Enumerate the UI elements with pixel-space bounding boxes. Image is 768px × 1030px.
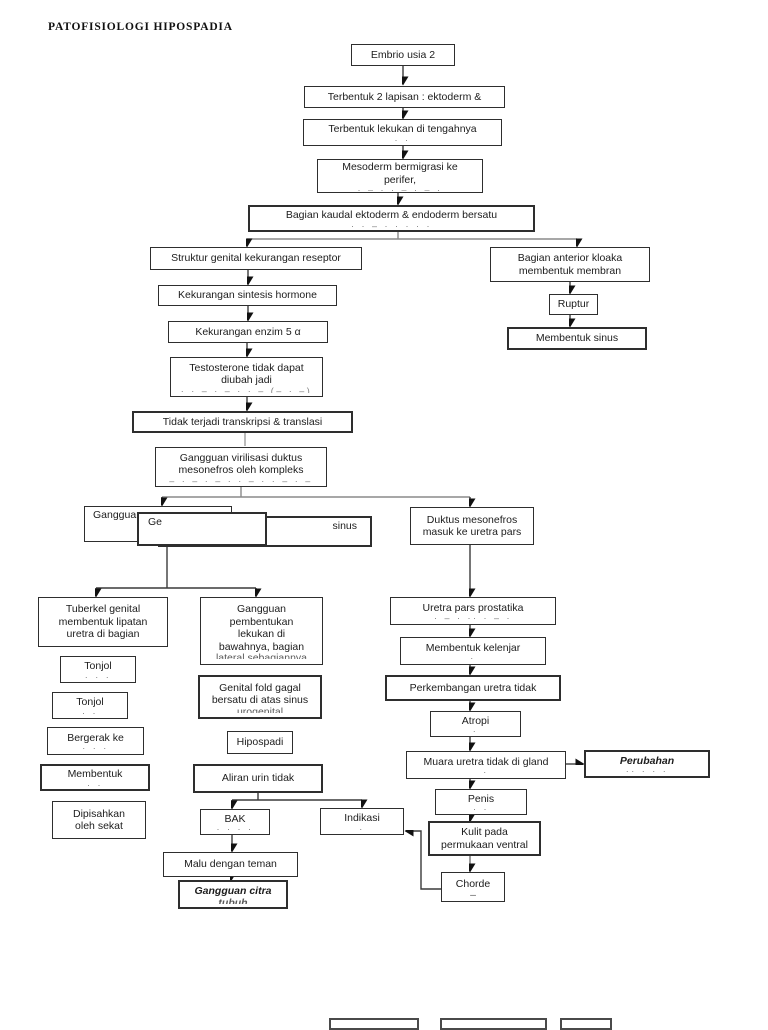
page-title: PATOFISIOLOGI HIPOSPADIA	[48, 21, 233, 33]
node-tuberkel-genital: Tuberkel genital membentuk lipatan uretr…	[38, 597, 168, 647]
node-kulit-ventral: Kulit pada permukaan ventral	[428, 821, 541, 856]
node-penis: Penis· ·	[435, 789, 527, 815]
node-bergerak-ke: Bergerak ke· · ·	[47, 727, 144, 755]
node-mesoderm-migrasi: Mesoderm bermigrasi ke perifer,· – · · –…	[317, 159, 483, 193]
node-bottom-cut-3	[560, 1018, 612, 1030]
node-bottom-cut-1	[329, 1018, 419, 1030]
node-uretra-pars-prostatika: Uretra pars prostatika· – · ·· · – ·	[390, 597, 556, 625]
node-overlap-ge: Ge	[137, 512, 267, 546]
node-membentuk-kelenjar: Membentuk kelenjar·	[400, 637, 546, 665]
node-genital-fold: Genital fold gagal bersatu di atas sinus…	[198, 675, 322, 719]
node-anterior-kloaka: Bagian anterior kloaka membentuk membran	[490, 247, 650, 282]
node-malu-teman: Malu dengan teman	[163, 852, 298, 877]
node-kekurangan-sintesis: Kekurangan sintesis hormone	[158, 285, 337, 306]
node-gangguan-pembentukan: Gangguan pembentukan lekukan di bawahnya…	[200, 597, 323, 665]
node-duktus-mesonefros: Duktus mesonefros masuk ke uretra pars	[410, 507, 534, 545]
node-embrio: Embrio usia 2	[351, 44, 455, 66]
node-tonjol-1: Tonjol· · ·	[60, 656, 136, 683]
node-chorde: Chorde–	[441, 872, 505, 902]
node-lekukan-tengah: Terbentuk lekukan di tengahnya· ·	[303, 119, 502, 146]
node-kekurangan-enzim: Kekurangan enzim 5 α	[168, 321, 328, 343]
node-dua-lapisan: Terbentuk 2 lapisan : ektoderm &	[304, 86, 505, 108]
node-membentuk: Membentuk· ·	[40, 764, 150, 791]
node-testosterone: Testosterone tidak dapat diubah jadi· · …	[170, 357, 323, 397]
node-indikasi: Indikasi·	[320, 808, 404, 835]
node-bottom-cut-2	[440, 1018, 547, 1030]
node-struktur-genital: Struktur genital kekurangan reseptor	[150, 247, 362, 270]
node-muara-uretra: Muara uretra tidak di gland·	[406, 751, 566, 779]
node-gangguan-virilisasi: Gangguan virilisasi duktus mesonefros ol…	[155, 447, 327, 487]
node-hipospadi: Hipospadi	[227, 731, 293, 754]
node-transkripsi-translasi: Tidak terjadi transkripsi & translasi	[132, 411, 353, 433]
node-aliran-urin: Aliran urin tidak	[193, 764, 323, 793]
node-dipisahkan-sekat: Dipisahkan oleh sekat	[52, 801, 146, 839]
node-perubahan: Perubahan·· · · ·	[584, 750, 710, 778]
node-atropi: Atropi·	[430, 711, 521, 737]
node-kaudal-bersatu: Bagian kaudal ektoderm & endoderm bersat…	[248, 205, 535, 232]
node-bak: BAK· · · ·	[200, 809, 270, 835]
node-perkembangan-uretra: Perkembangan uretra tidak	[385, 675, 561, 701]
node-membentuk-sinus: Membentuk sinus	[507, 327, 647, 350]
node-tonjol-2: Tonjol· ·	[52, 692, 128, 719]
node-ruptur: Ruptur	[549, 294, 598, 315]
